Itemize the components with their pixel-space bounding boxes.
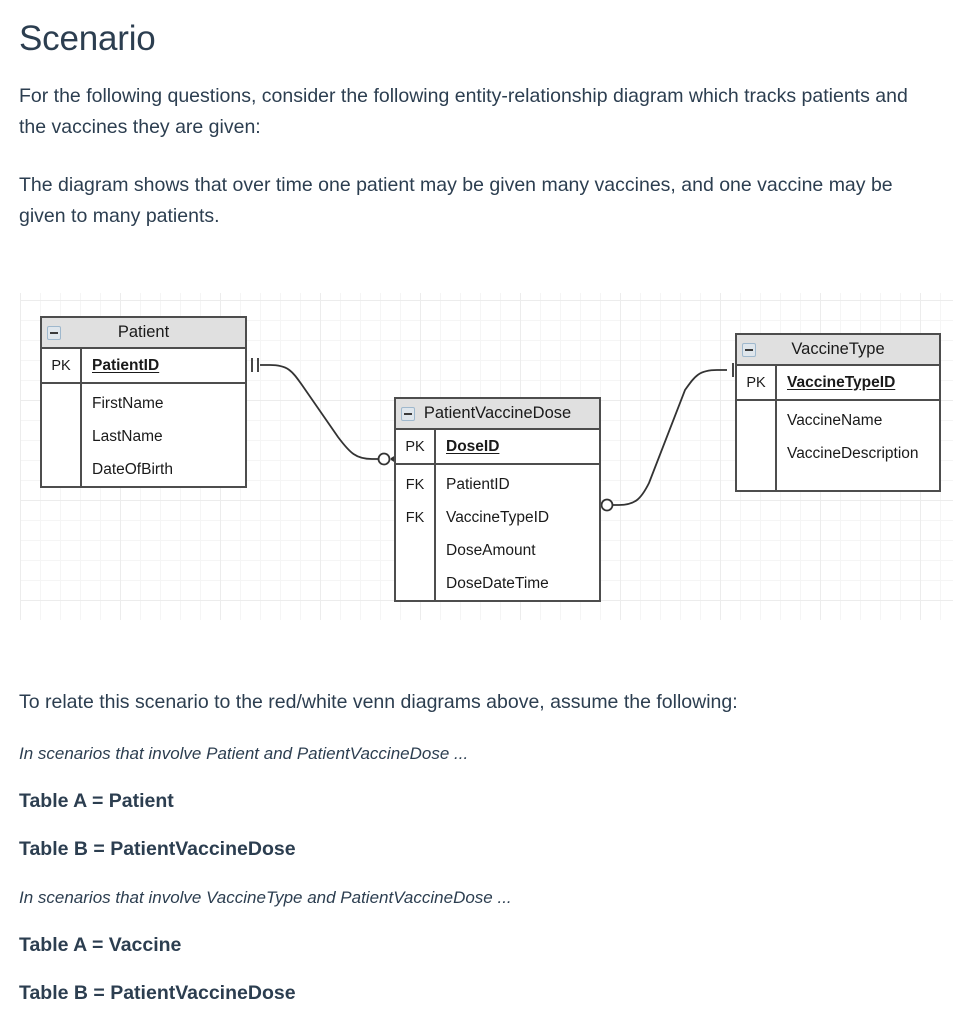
entity-field-row[interactable]: PK VaccineTypeID [737,366,939,399]
entity-vaccinetype-body: PK VaccineTypeID VaccineName VaccineDesc… [737,366,939,490]
entity-field-row[interactable]: PK DoseID [396,430,599,463]
field-key: FK [405,476,425,493]
key-column-divider [80,349,82,486]
field-name: DoseDateTime [446,574,549,592]
field-name: DoseAmount [446,541,536,559]
field-name: DoseID [446,437,500,455]
entity-field-row[interactable]: LastName [42,420,245,453]
assumption-note-1: In scenarios that involve Patient and Pa… [19,744,469,763]
field-name: DateOfBirth [92,460,173,478]
entity-field-row[interactable]: FirstName [42,387,245,420]
field-key: PK [746,374,766,391]
key-column-divider [434,430,436,600]
assumption-table-b-1: Table B = PatientVaccineDose [19,838,296,860]
field-name: VaccineTypeID [446,508,550,526]
field-name: LastName [92,427,163,445]
assumption-note-2: In scenarios that involve VaccineType an… [19,888,512,907]
entity-patient-title: Patient [117,323,170,341]
field-name: FirstName [92,394,164,412]
field-name: PatientID [92,356,160,374]
entity-field-row[interactable]: DoseDateTime [396,567,599,600]
minus-box-icon[interactable] [401,406,415,421]
key-group-divider [42,382,245,384]
assumption-table-a-2: Table A = Vaccine [19,934,182,956]
field-key: PK [51,357,71,374]
diagram-note-paragraph: The diagram shows that over time one pat… [19,174,893,227]
entity-patient[interactable]: Patient PK PatientID FirstName LastNam [40,316,247,488]
key-group-divider [396,463,599,465]
entity-vaccinetype-title: VaccineType [791,340,885,358]
entity-patientvaccinedose[interactable]: PatientVaccineDose PK DoseID FK PatientI… [394,397,601,602]
relationship-vaccinetype-dose [586,363,740,514]
field-key: FK [405,509,425,526]
intro-paragraph: For the following questions, consider th… [19,85,908,138]
relate-paragraph: To relate this scenario to the red/white… [19,691,738,713]
entity-vaccinetype-header: VaccineType [737,335,939,366]
er-diagram-canvas: Patient PK PatientID FirstName LastNam [20,293,953,620]
entity-field-row[interactable]: PK PatientID [42,349,245,382]
entity-field-row[interactable]: FK PatientID [396,468,599,501]
entity-field-row[interactable]: VaccineName [737,404,939,437]
field-name: VaccineName [787,411,883,429]
assumption-table-a-1: Table A = Patient [19,790,174,812]
relationship-patient-dose [251,358,405,468]
entity-vaccinetype[interactable]: VaccineType PK VaccineTypeID VaccineName [735,333,941,492]
key-group-divider [737,399,939,401]
entity-patient-header: Patient [42,318,245,349]
entity-field-row[interactable]: DateOfBirth [42,453,245,486]
entity-field-row[interactable]: DoseAmount [396,534,599,567]
assumption-table-b-2: Table B = PatientVaccineDose [19,982,296,1004]
entity-field-row[interactable]: FK VaccineTypeID [396,501,599,534]
field-name: VaccineDescription [787,444,919,462]
entity-patientvaccinedose-body: PK DoseID FK PatientID FK VaccineTypeID [396,430,599,600]
field-key: PK [405,438,425,455]
entity-patientvaccinedose-title: PatientVaccineDose [423,404,572,422]
field-name: VaccineTypeID [787,373,896,391]
entity-patient-body: PK PatientID FirstName LastName D [42,349,245,486]
entity-field-row[interactable]: VaccineDescription [737,437,939,470]
entity-field-row-spacer [737,470,939,490]
minus-box-icon[interactable] [742,342,756,357]
minus-box-icon[interactable] [47,325,61,340]
entity-patientvaccinedose-header: PatientVaccineDose [396,399,599,430]
page-title: Scenario [19,19,156,58]
field-name: PatientID [446,475,510,493]
key-column-divider [775,366,777,490]
